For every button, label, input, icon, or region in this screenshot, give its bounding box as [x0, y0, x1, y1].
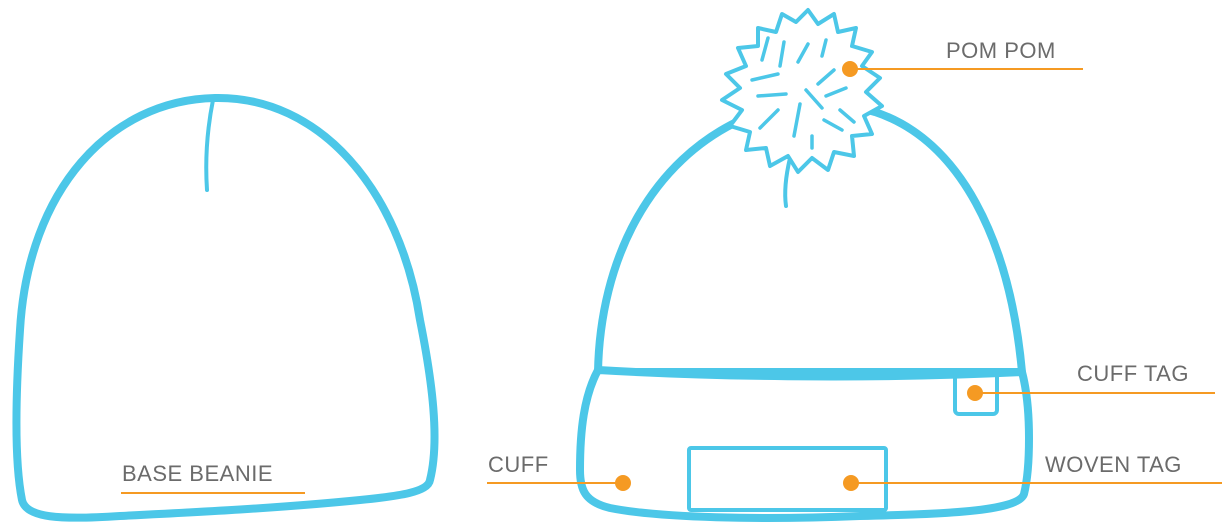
cuff-tag-label: CUFF TAG — [1077, 361, 1189, 386]
cuff-outline — [580, 370, 1029, 518]
pom-beanie-illustration — [580, 10, 1029, 518]
base-beanie-outline — [16, 98, 434, 518]
pom-pom-marker — [842, 61, 858, 77]
pom-pom-label: POM POM — [946, 38, 1056, 63]
pom-pom-callout: POM POM — [842, 38, 1083, 77]
cuff-tag-marker — [967, 385, 983, 401]
base-beanie-label: BASE BEANIE — [122, 461, 273, 486]
cuff-label: CUFF — [488, 452, 549, 477]
woven-tag-marker — [843, 475, 859, 491]
base-beanie-illustration — [16, 98, 434, 518]
woven-tag-label: WOVEN TAG — [1045, 452, 1182, 477]
cuff-marker — [615, 475, 631, 491]
